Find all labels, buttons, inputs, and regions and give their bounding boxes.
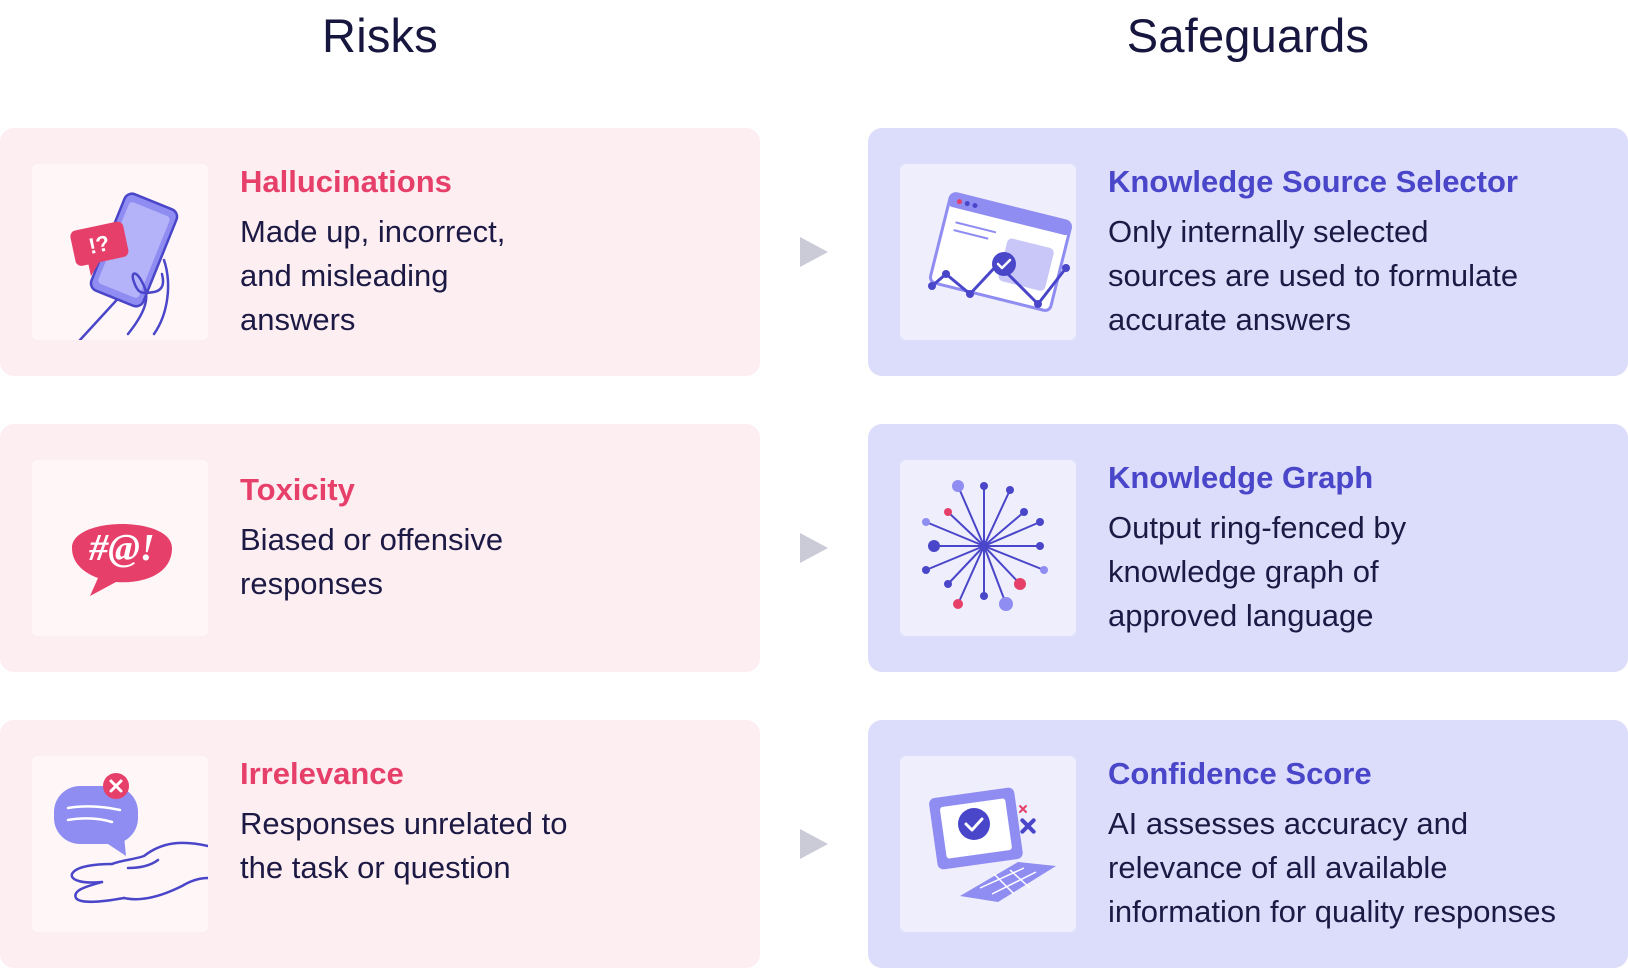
risk-card-irrelevance: Irrelevance Responses unrelated to the t… <box>0 720 760 968</box>
safeguard-description: AI assesses accuracy and relevance of al… <box>1108 806 1557 929</box>
risk-title: Hallucinations <box>240 164 452 199</box>
safeguard-card-confidence-score: Confidence Score AI assesses accuracy an… <box>868 720 1628 968</box>
risk-title: Irrelevance <box>240 756 404 791</box>
safeguard-title: Knowledge Graph <box>1108 460 1374 495</box>
safeguard-description: Output ring-fenced by knowledge graph of… <box>1108 510 1407 633</box>
safeguard-title: Knowledge Source Selector <box>1108 164 1518 199</box>
hand-message-error-icon <box>32 756 208 932</box>
laptop-check-icon <box>900 756 1076 932</box>
risk-card-hallucinations: !? Hallucinations Made up, incorrect, an… <box>0 128 760 376</box>
safeguard-description: Only internally selected sources are use… <box>1108 214 1519 337</box>
badge-text: !? <box>86 230 112 259</box>
profanity-bubble-icon: #@! <box>32 460 208 636</box>
badge-text: #@! <box>88 527 154 569</box>
risks-heading: Risks <box>322 9 438 62</box>
risk-title: Toxicity <box>240 472 355 507</box>
phone-alert-icon: !? <box>32 164 208 340</box>
risk-card-toxicity: #@! Toxicity Biased or offensive respons… <box>0 424 760 672</box>
risk-description: Responses unrelated to the task or quest… <box>240 806 568 885</box>
arrow-right-icon <box>798 235 830 269</box>
safeguard-card-knowledge-graph: Knowledge Graph Output ring-fenced by kn… <box>868 424 1628 672</box>
risk-description: Biased or offensive responses <box>240 522 504 601</box>
safeguards-heading: Safeguards <box>1126 9 1370 62</box>
risk-description: Made up, incorrect, and misleading answe… <box>240 214 506 337</box>
safeguard-title: Confidence Score <box>1108 756 1372 791</box>
arrow-right-icon <box>798 531 830 565</box>
safeguard-card-knowledge-source-selector: Knowledge Source Selector Only internall… <box>868 128 1628 376</box>
network-graph-icon <box>900 460 1076 636</box>
arrow-right-icon <box>798 827 830 861</box>
source-window-check-icon <box>900 164 1076 340</box>
